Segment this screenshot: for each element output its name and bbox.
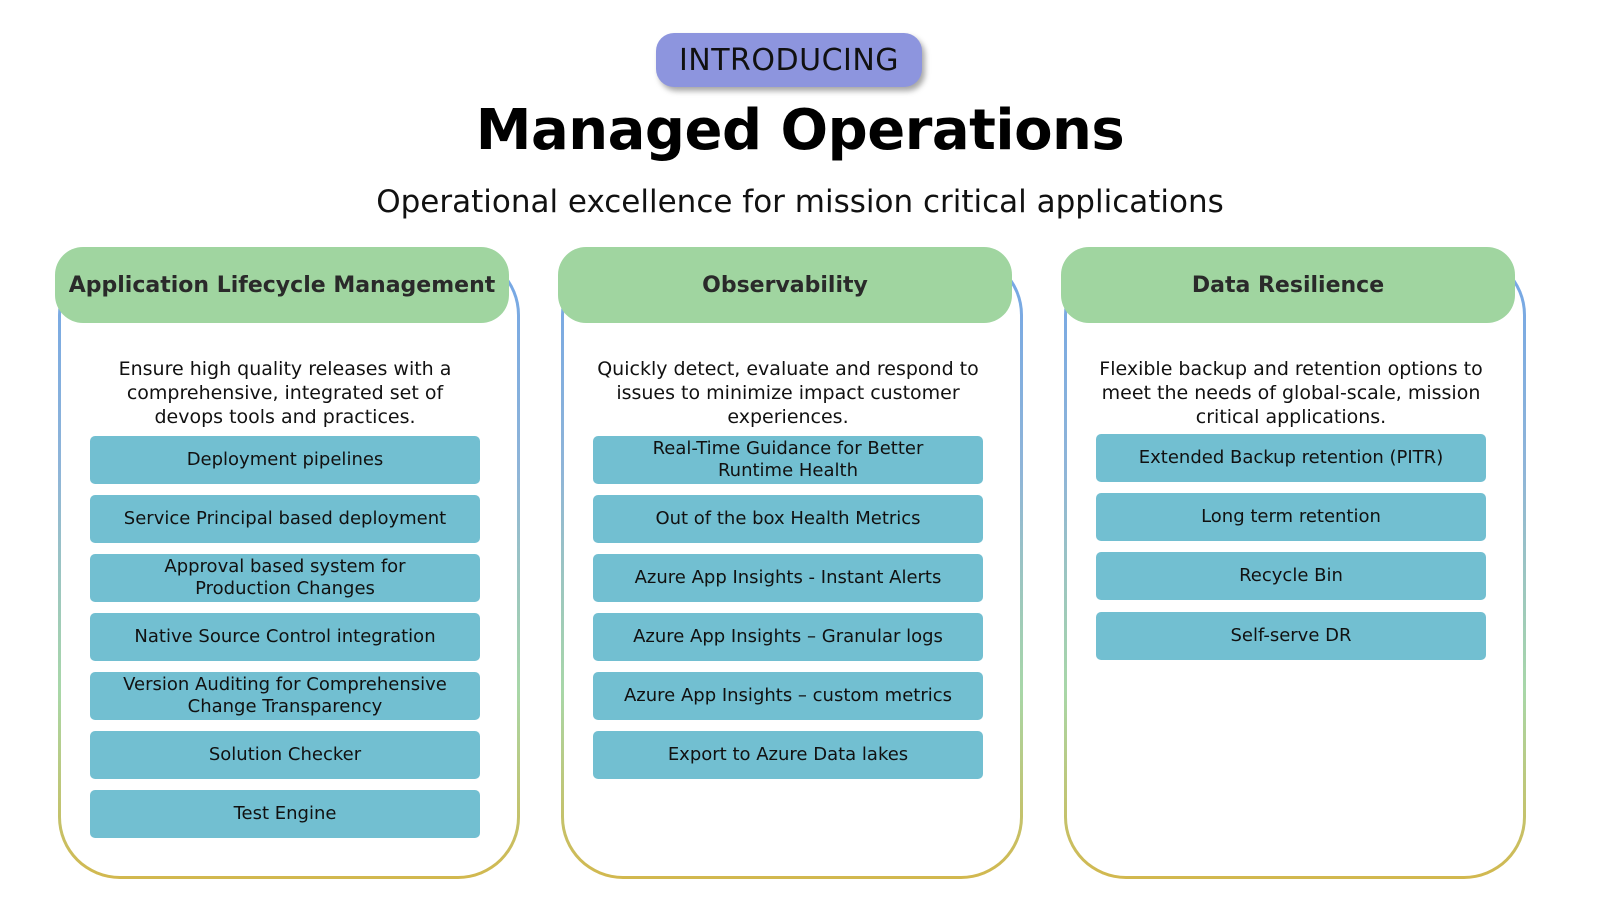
column-description: Ensure high quality releases with a comp… <box>118 358 452 428</box>
feature-item: Azure App Insights - Instant Alerts <box>593 554 983 602</box>
column-data-resilience: Data Resilience Flexible backup and rete… <box>1061 247 1526 879</box>
feature-item: Deployment pipelines <box>90 436 480 484</box>
feature-item: Solution Checker <box>90 731 480 779</box>
column-description: Quickly detect, evaluate and respond to … <box>597 358 979 428</box>
column-header: Observability <box>558 247 1012 323</box>
feature-item: Out of the box Health Metrics <box>593 495 983 543</box>
feature-item: Export to Azure Data lakes <box>593 731 983 779</box>
introducing-badge: INTRODUCING <box>656 33 922 87</box>
feature-item: Self-serve DR <box>1096 612 1486 660</box>
column-header: Data Resilience <box>1061 247 1515 323</box>
feature-item: Approval based system for Production Cha… <box>90 554 480 602</box>
feature-item: Recycle Bin <box>1096 552 1486 600</box>
column-description: Flexible backup and retention options to… <box>1099 358 1483 428</box>
feature-item: Real-Time Guidance for Better Runtime He… <box>593 436 983 484</box>
page-title: Managed Operations <box>475 98 1125 163</box>
feature-item: Azure App Insights – Granular logs <box>593 613 983 661</box>
column-observability: Observability Quickly detect, evaluate a… <box>558 247 1023 879</box>
feature-item: Extended Backup retention (PITR) <box>1096 434 1486 482</box>
feature-item: Version Auditing for Comprehensive Chang… <box>90 672 480 720</box>
page-subtitle: Operational excellence for mission criti… <box>376 184 1224 220</box>
column-application-lifecycle-management: Application Lifecycle Management Ensure … <box>55 247 520 879</box>
feature-item: Test Engine <box>90 790 480 838</box>
feature-item: Service Principal based deployment <box>90 495 480 543</box>
column-header: Application Lifecycle Management <box>55 247 509 323</box>
feature-item: Azure App Insights – custom metrics <box>593 672 983 720</box>
feature-item: Long term retention <box>1096 493 1486 541</box>
feature-item: Native Source Control integration <box>90 613 480 661</box>
